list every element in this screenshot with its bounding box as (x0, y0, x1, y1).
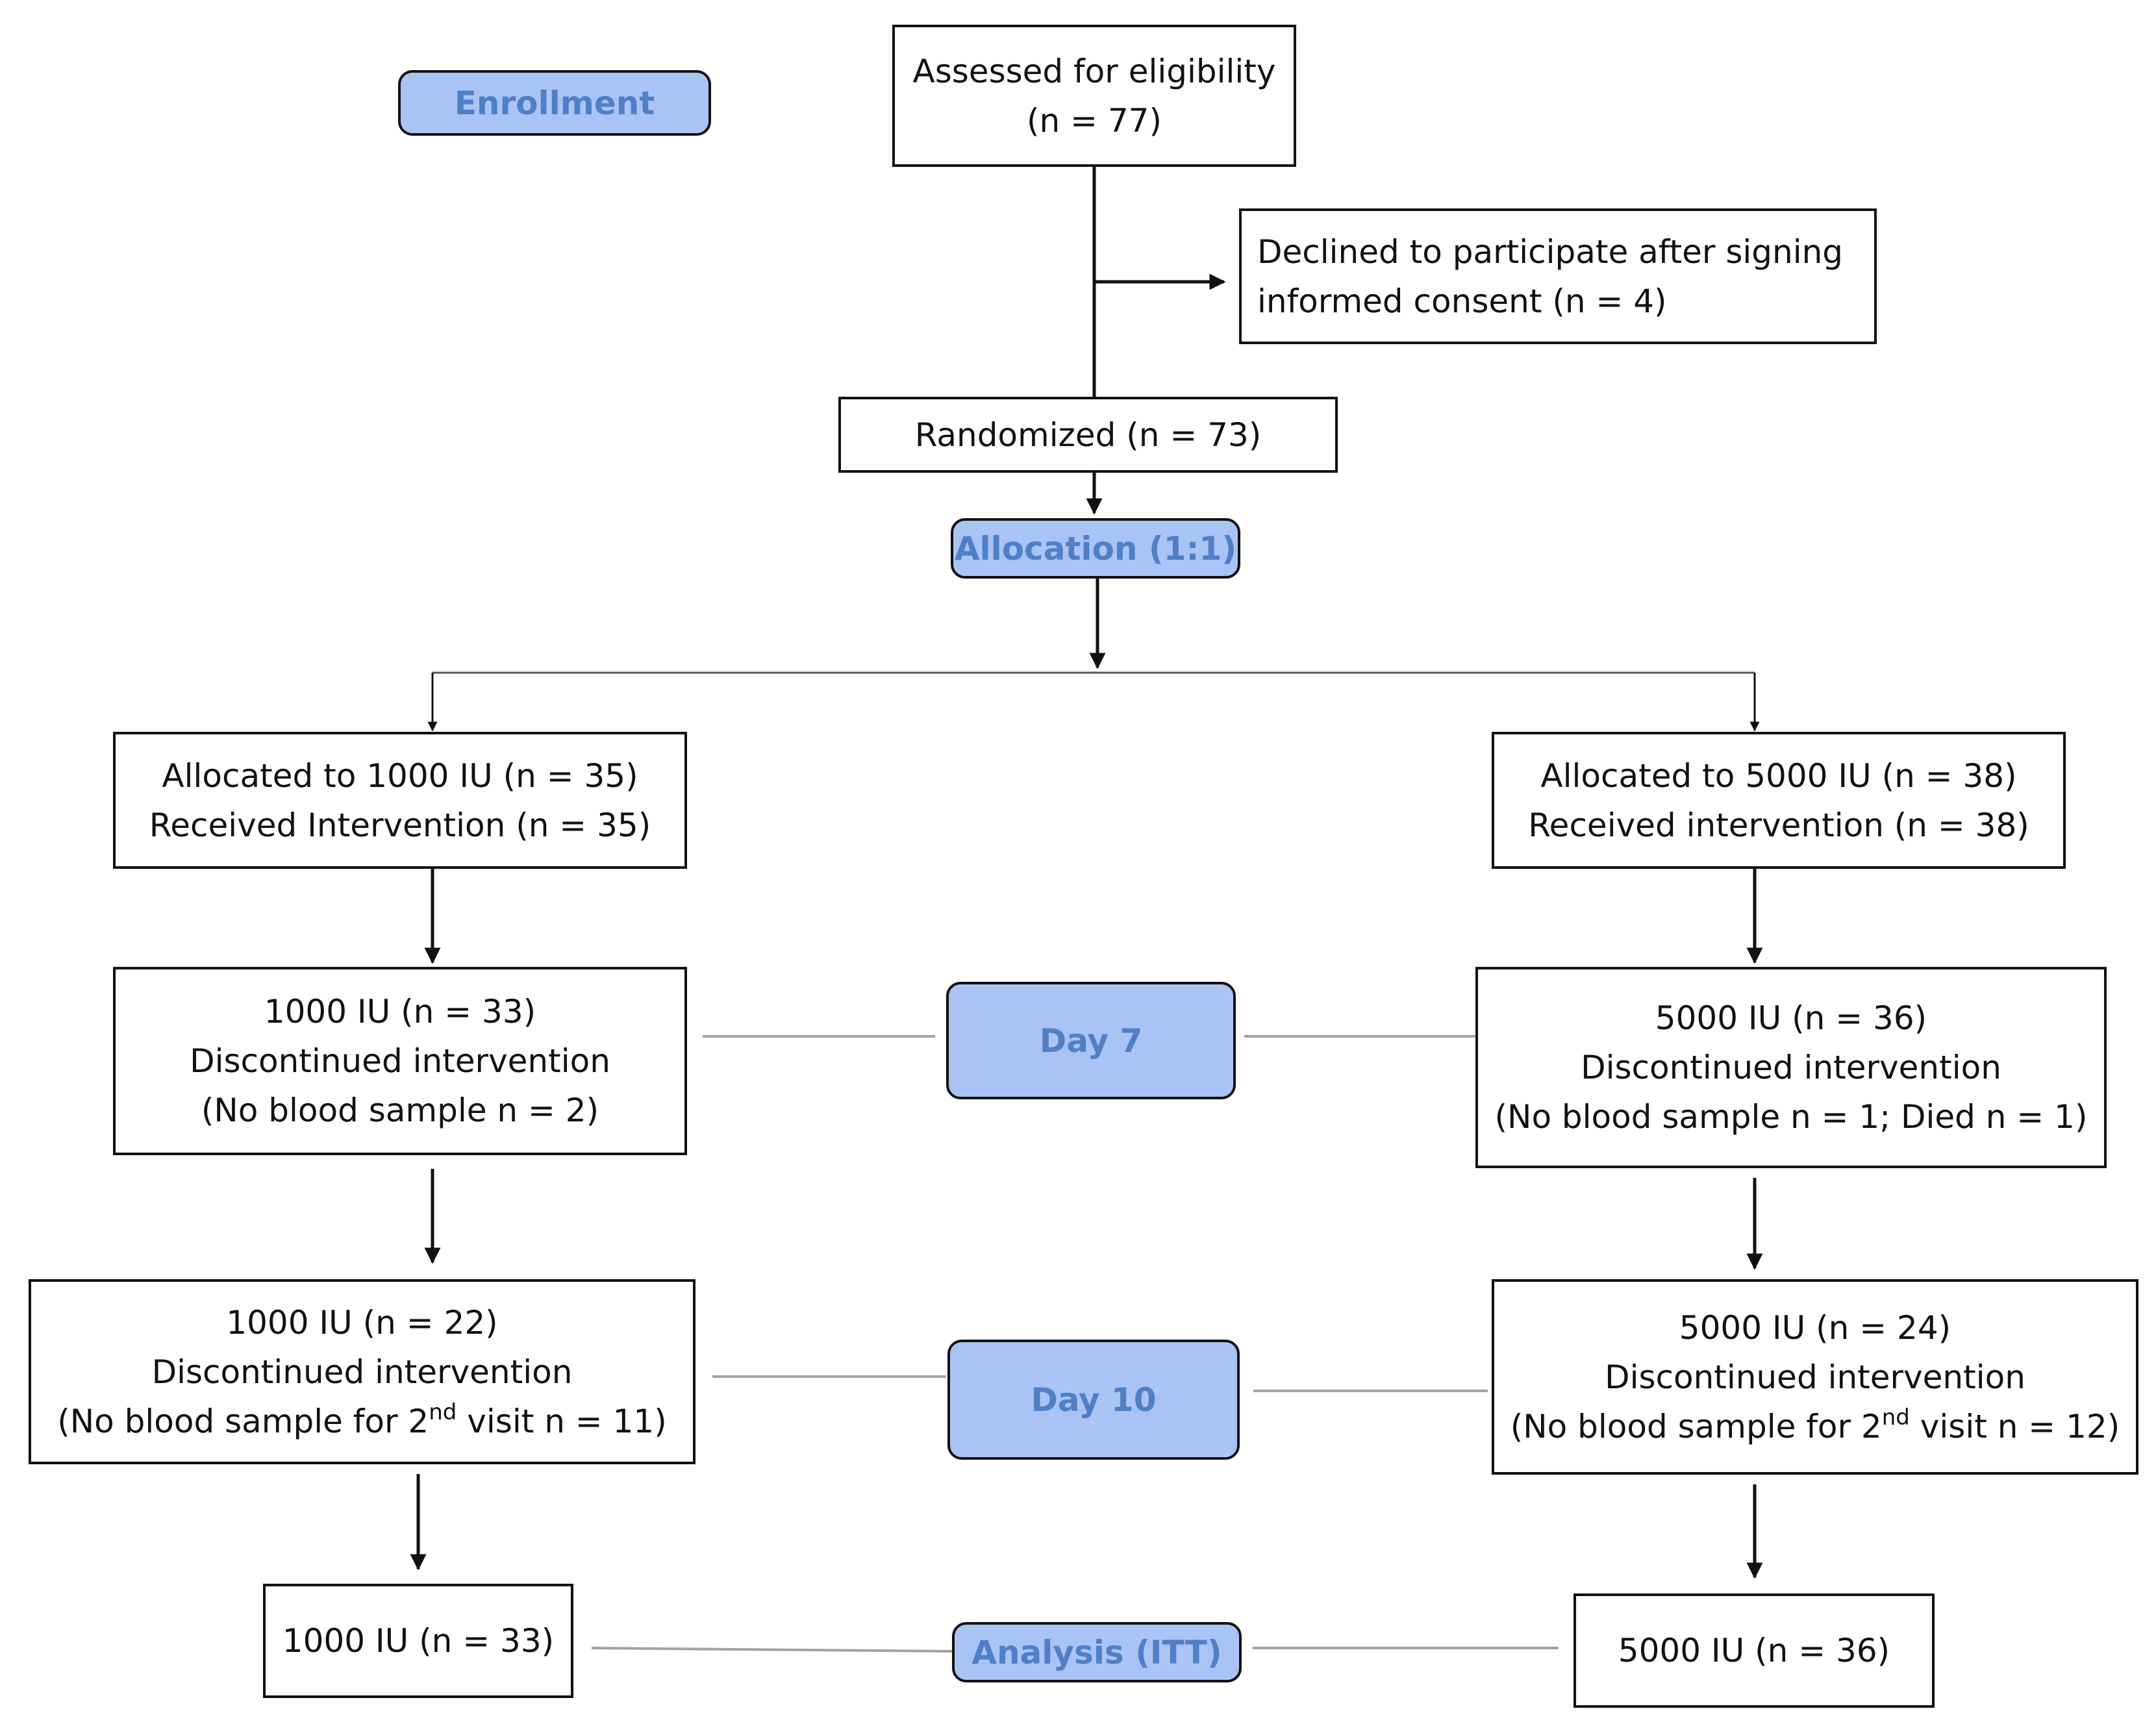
analysis-5000-line1: 5000 IU (n = 36) (1618, 1632, 1890, 1669)
assessed-line1: Assessed for eligibility (912, 52, 1276, 90)
day7-1000-line1: 1000 IU (n = 33) (264, 993, 536, 1031)
day7-5000-line3: (No blood sample n = 1; Died n = 1) (1494, 1098, 2088, 1136)
declined-line1: Declined to participate after signing (1257, 232, 1844, 271)
alloc-5000-line2: Received intervention (n = 38) (1528, 806, 2029, 844)
day7-5000-box: 5000 IU (n = 36) Discontinued interventi… (1475, 967, 2107, 1168)
randomized-line1: Randomized (n = 73) (914, 416, 1262, 454)
phase-allocation: Allocation (1:1) (951, 518, 1240, 579)
phase-day10: Day 10 (947, 1340, 1240, 1460)
day10-1000-box: 1000 IU (n = 22) Discontinued interventi… (29, 1279, 696, 1464)
day10-5000-line3-post: visit n = 12) (1909, 1407, 2120, 1445)
day10-1000-line1: 1000 IU (n = 22) (226, 1303, 498, 1342)
day10-5000-line2: Discontinued intervention (1605, 1358, 2025, 1396)
analysis-1000-line1: 1000 IU (n = 33) (282, 1622, 555, 1660)
phase-enrollment: Enrollment (398, 70, 711, 136)
day10-1000-line3: (No blood sample for 2nd visit n = 11) (57, 1397, 666, 1446)
day10-1000-line3-pre: (No blood sample for 2 (57, 1402, 429, 1440)
phase-day7: Day 7 (946, 982, 1236, 1099)
alloc-5000-line1: Allocated to 5000 IU (n = 38) (1540, 756, 2017, 795)
declined-line2: informed consent (n = 4) (1257, 282, 1667, 320)
declined-box: Declined to participate after signing in… (1239, 208, 1877, 344)
day7-1000-line2: Discontinued intervention (190, 1042, 610, 1080)
day10-1000-line3-sup: nd (429, 1399, 457, 1425)
day10-5000-line1: 5000 IU (n = 24) (1679, 1308, 1951, 1347)
randomized-box: Randomized (n = 73) (838, 397, 1338, 473)
day10-5000-line3: (No blood sample for 2nd visit n = 12) (1510, 1402, 2120, 1451)
day7-5000-line2: Discontinued intervention (1581, 1049, 2001, 1086)
day10-1000-line2: Discontinued intervention (151, 1353, 573, 1391)
day7-5000-line1: 5000 IU (n = 36) (1655, 999, 1927, 1037)
alloc-1000-box: Allocated to 1000 IU (n = 35) Received I… (113, 732, 687, 869)
alloc-1000-line1: Allocated to 1000 IU (n = 35) (162, 756, 638, 795)
day7-1000-box: 1000 IU (n = 33) Discontinued interventi… (113, 967, 687, 1155)
analysis-connector-left (591, 1647, 953, 1653)
day10-5000-box: 5000 IU (n = 24) Discontinued interventi… (1492, 1279, 2138, 1475)
alloc-5000-box: Allocated to 5000 IU (n = 38) Received i… (1492, 732, 2066, 869)
analysis-1000-box: 1000 IU (n = 33) (263, 1584, 573, 1698)
analysis-5000-box: 5000 IU (n = 36) (1573, 1593, 1935, 1708)
alloc-1000-line2: Received Intervention (n = 35) (149, 806, 651, 844)
assessed-line2: (n = 77) (1026, 101, 1162, 140)
day7-1000-line3: (No blood sample n = 2) (201, 1092, 599, 1129)
phase-analysis: Analysis (ITT) (952, 1622, 1242, 1682)
day10-5000-line3-sup: nd (1881, 1404, 1910, 1430)
day10-1000-line3-post: visit n = 11) (457, 1402, 667, 1440)
day10-5000-line3-pre: (No blood sample for 2 (1510, 1407, 1882, 1445)
assessed-box: Assessed for eligibility (n = 77) (892, 25, 1296, 167)
